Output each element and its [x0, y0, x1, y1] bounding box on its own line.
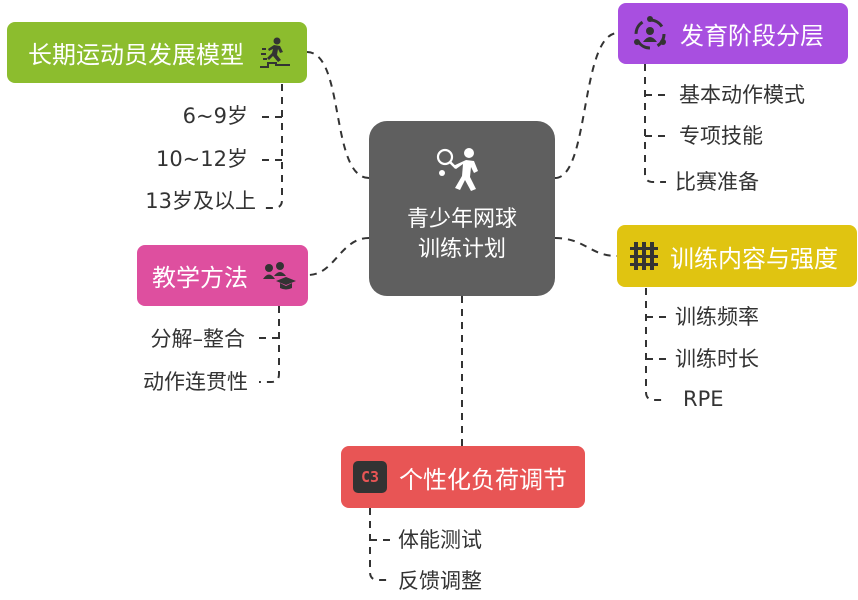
branch-title: 长期运动员发展模型 — [28, 41, 244, 69]
grid-hash-icon — [630, 241, 658, 271]
leaf-feedback-adjust: 反馈调整 — [398, 569, 482, 593]
branch-training-content[interactable]: 训练内容与强度 — [617, 225, 857, 287]
link-center-stages — [554, 32, 619, 179]
branch-long-term-model[interactable]: 长期运动员发展模型 — [7, 22, 307, 83]
branch-individual-load[interactable]: C3 个性化负荷调节 — [341, 446, 585, 508]
stairs-runner-icon — [258, 37, 292, 69]
tennis-player-icon — [436, 147, 488, 195]
central-title-line1: 青少年网球 — [406, 207, 517, 232]
link-center-content — [554, 237, 618, 257]
leaf-training-frequency: 训练频率 — [675, 305, 759, 329]
branch-title: 教学方法 — [152, 264, 248, 292]
link-center-teaching — [307, 237, 370, 276]
leaf-age-6-9: 6~9岁 — [182, 104, 248, 128]
leaf-match-prep: 比赛准备 — [675, 170, 759, 194]
leaf-training-duration: 训练时长 — [675, 347, 759, 371]
branch-title: 个性化负荷调节 — [399, 465, 567, 494]
group-learning-icon — [262, 261, 296, 291]
branch-development-stages[interactable]: 发育阶段分层 — [618, 3, 848, 64]
leaf-rpe: RPE — [683, 387, 724, 411]
link-center-long-term — [306, 51, 370, 179]
leaf-age-10-12: 10~12岁 — [155, 147, 248, 171]
leaf-special-skills: 专项技能 — [679, 124, 763, 148]
cycle-people-icon — [632, 15, 668, 52]
central-title-line2: 训练计划 — [417, 237, 506, 262]
branch-teaching-method[interactable]: 教学方法 — [137, 245, 308, 306]
branch-title: 发育阶段分层 — [680, 22, 824, 50]
branch-title: 训练内容与强度 — [670, 244, 838, 273]
leaf-decompose-integrate: 分解–整合 — [150, 327, 246, 351]
leaf-age-13-plus: 13岁及以上 — [145, 189, 256, 213]
central-topic[interactable]: 青少年网球 训练计划 — [369, 121, 555, 296]
leaf-motion-continuity: 动作连贯性 — [143, 370, 248, 394]
leaf-basic-movement: 基本动作模式 — [679, 83, 805, 107]
leaf-fitness-test: 体能测试 — [398, 528, 482, 552]
c3-icon: C3 — [353, 461, 387, 493]
